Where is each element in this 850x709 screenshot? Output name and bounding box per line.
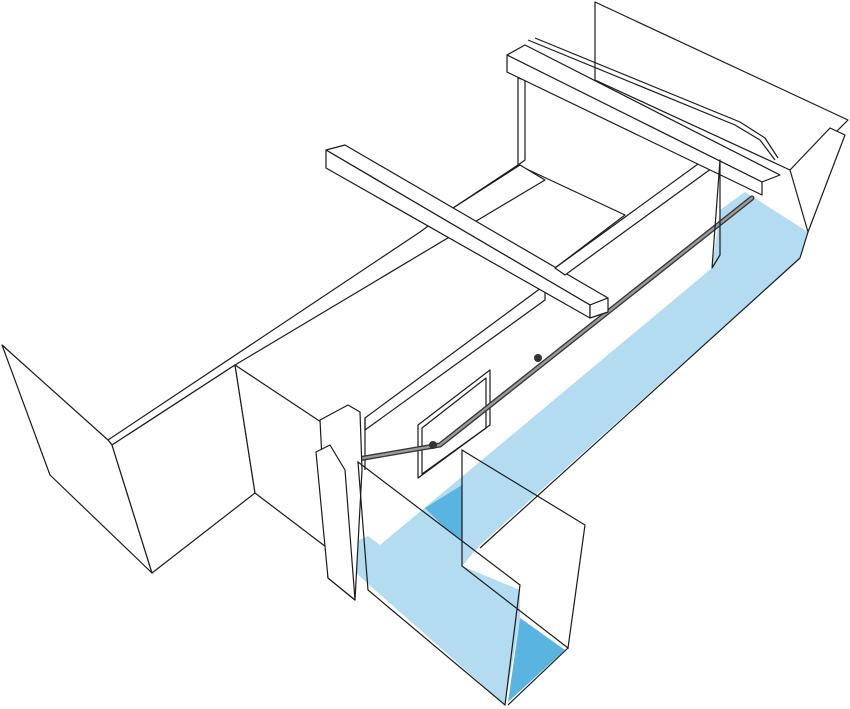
rear-rail-2 [534,37,779,159]
door-inner [421,377,487,475]
water-surface [333,192,808,705]
rear-cross-beam-side [506,54,763,196]
right-channel-edge-upper [799,231,809,259]
left-wall-face [1,344,153,574]
pipe-inner [333,196,754,465]
inner-divider-wall [234,364,331,551]
door-frame [417,369,491,479]
rear-chamber-wall [517,77,526,166]
front-wall-panel [357,460,521,707]
pipe-coupling [534,354,542,362]
front-post-face [315,444,356,601]
rear-rail [527,39,776,161]
pipe-coupling [429,441,437,449]
front-cross-beam-end [589,297,609,319]
rear-chamber-inner-wall [711,159,721,269]
right-channel-edge [479,257,801,549]
middle-divider-wall [364,284,546,431]
front-pool-dark-water [508,618,565,702]
left-long-wall [107,164,546,446]
door-opening-water [425,485,462,540]
front-pool-edge [507,647,569,706]
